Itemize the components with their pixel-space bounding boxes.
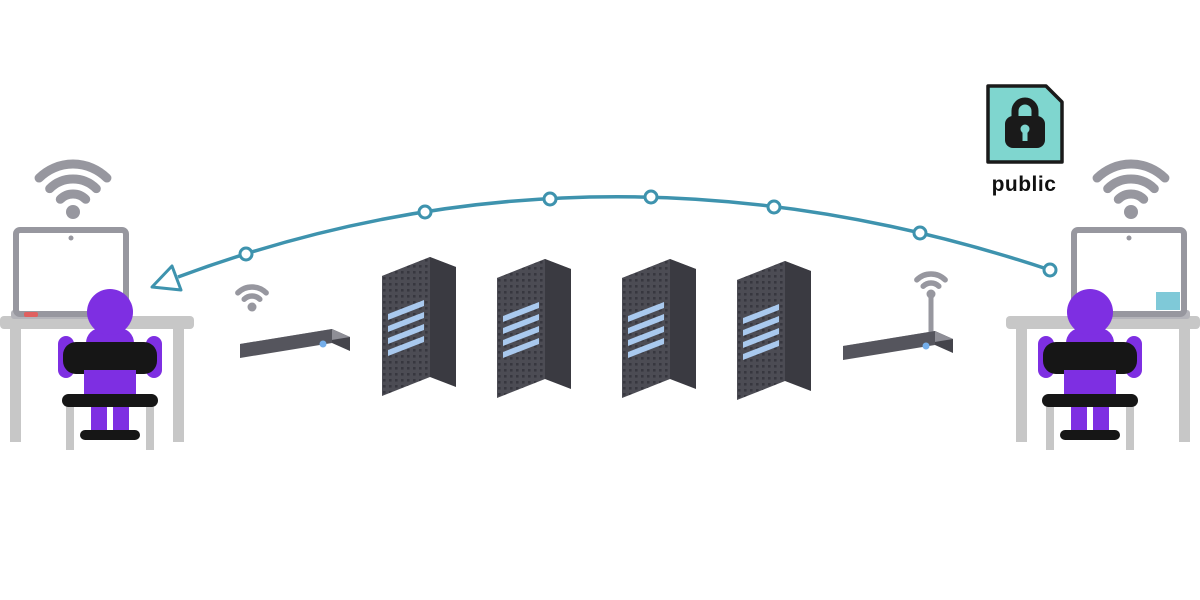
laptop-right-screen-patch (1156, 292, 1180, 310)
router-right (843, 331, 953, 360)
router-right-antenna-icon (917, 274, 945, 335)
antenna-wifi-glyph (917, 274, 945, 298)
server-1 (382, 257, 456, 396)
arc-waypoint (766, 199, 782, 215)
connection-arc (150, 189, 1058, 292)
router-left-wifi-icon (238, 287, 266, 311)
wifi-icon-left (39, 164, 107, 219)
padlock-keyhole-slot (1022, 130, 1028, 141)
server-3 (622, 259, 696, 398)
arc-waypoint (238, 246, 254, 262)
server-2 (497, 259, 571, 398)
laptop-left-power-led (24, 312, 38, 317)
arc-waypoint (912, 225, 928, 241)
server-4 (737, 261, 811, 400)
router-left (240, 329, 350, 358)
padlock-shackle (1011, 97, 1039, 118)
public-key-label: public (992, 173, 1057, 196)
arc-waypoint (643, 189, 659, 205)
public-key-icon (986, 84, 1064, 164)
arc-waypoint (542, 191, 558, 207)
arc-waypoint (417, 204, 433, 220)
arc-arrowhead (150, 264, 183, 292)
wifi-icon-right (1097, 164, 1165, 219)
arc-waypoint (1042, 262, 1058, 278)
